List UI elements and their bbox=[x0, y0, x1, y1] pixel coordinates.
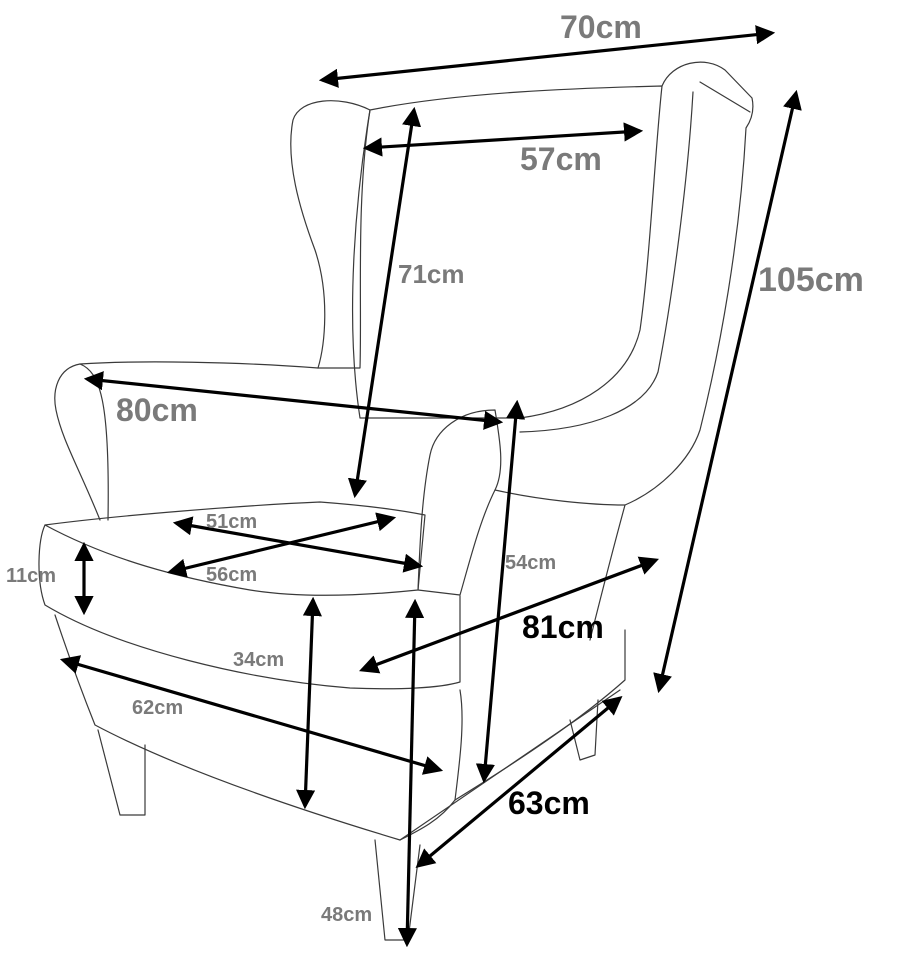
label-total-height: 105cm bbox=[758, 261, 864, 299]
arrow-side-depth bbox=[415, 695, 623, 869]
armchair-outline bbox=[38, 61, 754, 941]
arrow-total-depth bbox=[359, 556, 659, 674]
label-seat-width: 51cm bbox=[206, 511, 257, 533]
arrow-front-height bbox=[296, 596, 322, 810]
arrow-seat-height bbox=[397, 598, 425, 948]
arrow-top-width bbox=[318, 25, 776, 88]
dimension-arrows bbox=[59, 25, 802, 948]
label-inner-back-width: 57cm bbox=[520, 141, 602, 177]
arrow-total-height bbox=[653, 89, 802, 694]
label-front-width: 62cm bbox=[132, 697, 183, 719]
arrow-front-width bbox=[59, 655, 444, 775]
label-front-height: 34cm bbox=[233, 649, 284, 671]
arrow-backrest-height bbox=[347, 106, 422, 499]
arrow-seat-depth bbox=[166, 512, 397, 578]
label-cushion-height: 11cm bbox=[6, 565, 56, 587]
label-side-depth: 63cm bbox=[508, 785, 590, 821]
label-seat-height: 48cm bbox=[321, 904, 372, 926]
label-top-width: 70cm bbox=[560, 9, 642, 45]
dimension-labels: 70cm 57cm 71cm 105cm 80cm 51cm 56cm 54cm… bbox=[6, 9, 864, 926]
arrow-arm-width bbox=[83, 371, 504, 430]
label-backrest-height: 71cm bbox=[398, 259, 465, 289]
label-armrest-height: 54cm bbox=[505, 552, 556, 574]
label-arm-width: 80cm bbox=[116, 392, 198, 428]
label-total-depth: 81cm bbox=[522, 609, 604, 645]
label-seat-depth: 56cm bbox=[206, 564, 257, 586]
